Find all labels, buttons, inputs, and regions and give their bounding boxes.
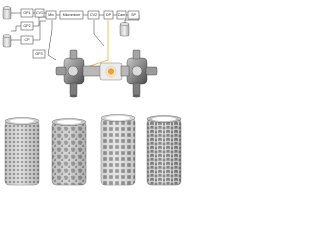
scaffold-1 — [4, 117, 40, 186]
scaffold-2 — [51, 118, 87, 186]
figure: GP1 CV1 Mix Micromixer CV2 DP GP2 CP GP3… — [0, 0, 185, 189]
label-cp: CP — [25, 38, 31, 42]
gas-bottle-sp — [119, 22, 130, 37]
box-mix: Mix — [45, 10, 57, 20]
box-cv2: CV2 — [87, 10, 100, 20]
gas-bottle-gp2 — [2, 34, 12, 48]
label-gp1: GP1 — [23, 11, 30, 15]
box-gp3: GP3 — [32, 49, 46, 59]
label-cam: Cam — [118, 13, 126, 17]
box-dp: DP — [103, 10, 114, 20]
apparatus-right — [120, 49, 158, 98]
label-gp2: GP2 — [23, 24, 30, 28]
process-diagram: GP1 CV1 Mix Micromixer CV2 DP GP2 CP GP3… — [2, 6, 182, 186]
label-dp: DP — [106, 13, 112, 17]
gas-bottle-gp1 — [2, 6, 12, 20]
box-cam: Cam — [116, 10, 127, 20]
label-cv1: CV1 — [36, 11, 43, 15]
label-sp: SP — [131, 13, 136, 17]
apparatus-left — [55, 49, 102, 98]
scaffold-3 — [100, 114, 136, 186]
box-micromixer: Micromixer — [59, 10, 84, 20]
box-cv1: CV1 — [34, 8, 45, 18]
label-mix: Mix — [48, 13, 54, 17]
label-cv2: CV2 — [90, 13, 97, 17]
optical-window — [99, 62, 123, 81]
scaffold-4 — [146, 115, 182, 186]
box-sp: SP — [127, 10, 140, 20]
box-gp2: GP2 — [20, 21, 34, 31]
label-gp3: GP3 — [35, 52, 42, 56]
box-cp: CP — [20, 35, 34, 45]
light-source-icon — [107, 68, 115, 75]
box-gp1: GP1 — [20, 8, 34, 18]
label-micromixer: Micromixer — [63, 13, 81, 17]
